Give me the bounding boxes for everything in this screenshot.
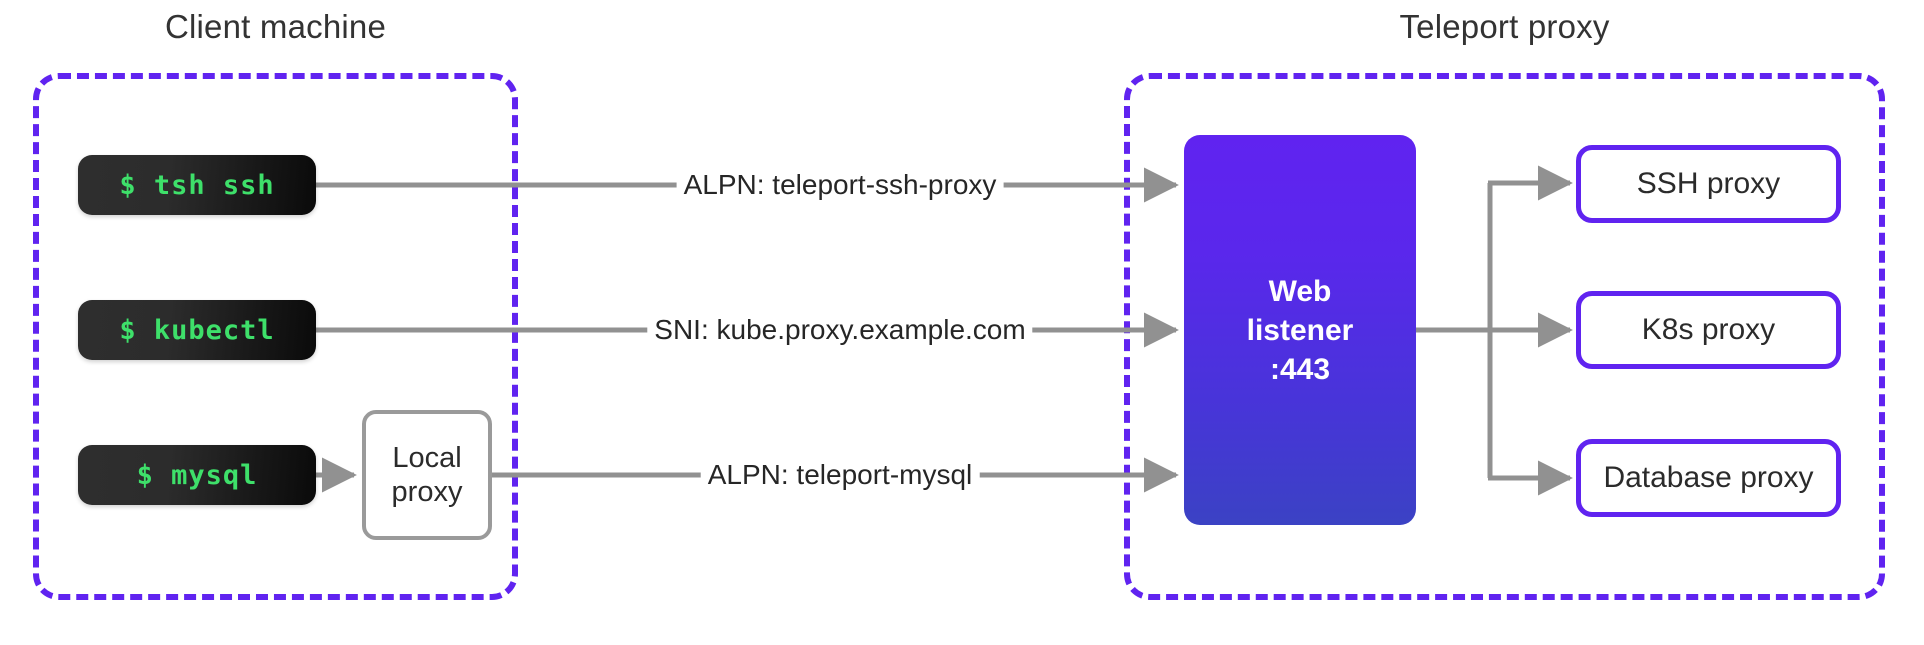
edge-label-kube: SNI: kube.proxy.example.com	[647, 314, 1033, 346]
database-proxy-label: Database proxy	[1603, 461, 1814, 494]
client-machine-boundary	[33, 73, 518, 600]
ssh-proxy-label: SSH proxy	[1636, 167, 1781, 200]
edge-label-ssh: ALPN: teleport-ssh-proxy	[676, 169, 1004, 201]
local-proxy-label-line1: Local	[392, 441, 462, 474]
web-listener-label-line2: listener	[1246, 313, 1354, 347]
ssh-proxy-box[interactable]: SSH proxy	[1576, 145, 1841, 223]
k8s-proxy-label: K8s proxy	[1641, 313, 1776, 346]
group-title-teleport-proxy: Teleport proxy	[1399, 8, 1610, 45]
terminal-command-label: $ tsh ssh	[119, 169, 275, 201]
web-listener-box[interactable]: Web listener :443	[1184, 135, 1416, 525]
terminal-command-kubectl[interactable]: $ kubectl	[78, 300, 316, 360]
web-listener-label-line1: Web	[1268, 274, 1332, 308]
teleport-proxy-boundary	[1124, 73, 1885, 600]
terminal-command-label: $ kubectl	[119, 314, 275, 346]
terminal-command-mysql[interactable]: $ mysql	[78, 445, 316, 505]
web-listener-port: :443	[1269, 352, 1331, 386]
terminal-command-tsh-ssh[interactable]: $ tsh ssh	[78, 155, 316, 215]
group-title-client-machine: Client machine	[164, 8, 387, 45]
edge-label-mysql: ALPN: teleport-mysql	[700, 459, 980, 491]
local-proxy-box[interactable]: Local proxy	[362, 410, 492, 540]
database-proxy-box[interactable]: Database proxy	[1576, 439, 1841, 517]
terminal-command-label: $ mysql	[136, 459, 258, 491]
local-proxy-label-line2: proxy	[391, 476, 463, 508]
k8s-proxy-box[interactable]: K8s proxy	[1576, 291, 1841, 369]
